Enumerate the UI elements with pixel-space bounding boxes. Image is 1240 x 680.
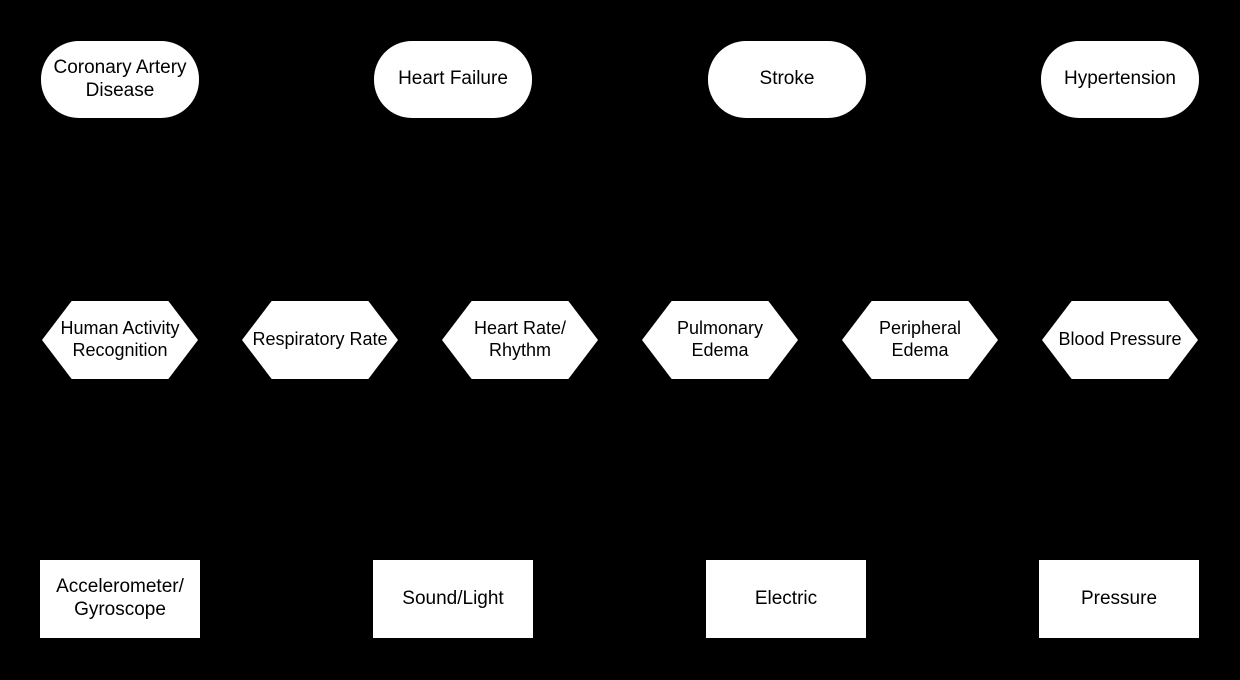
node-label: Electric [754,587,818,609]
node-pulmonary-edema[interactable]: Pulmonary Edema [642,301,798,379]
node-sound-light[interactable]: Sound/Light [373,560,533,638]
node-label: Heart Rate/ Rhythm [473,318,567,360]
node-label: Pressure [1080,587,1158,609]
node-label: Hypertension [1064,68,1176,90]
node-electric[interactable]: Electric [706,560,866,638]
node-pressure[interactable]: Pressure [1039,560,1199,638]
node-coronary-artery-disease[interactable]: Coronary Artery Disease [41,41,199,118]
node-label: Coronary Artery Disease [53,56,187,101]
node-human-activity-recognition[interactable]: Human Activity Recognition [42,301,198,379]
node-accelerometer-gyroscope[interactable]: Accelerometer/ Gyroscope [40,560,200,638]
node-label: Stroke [759,68,815,90]
node-label: Human Activity Recognition [60,318,180,360]
node-respiratory-rate[interactable]: Respiratory Rate [242,301,398,379]
node-heart-rate-rhythm[interactable]: Heart Rate/ Rhythm [442,301,598,379]
node-stroke[interactable]: Stroke [708,41,866,118]
node-label: Sound/Light [402,587,504,609]
node-label: Accelerometer/ Gyroscope [56,576,184,620]
node-heart-failure[interactable]: Heart Failure [374,41,532,118]
node-label: Peripheral Edema [878,318,962,360]
node-blood-pressure[interactable]: Blood Pressure [1042,301,1198,379]
node-label: Heart Failure [398,68,508,90]
node-hypertension[interactable]: Hypertension [1041,41,1199,118]
node-label: Blood Pressure [1058,329,1182,350]
node-peripheral-edema[interactable]: Peripheral Edema [842,301,998,379]
node-label: Respiratory Rate [252,329,388,350]
node-label: Pulmonary Edema [676,318,764,360]
